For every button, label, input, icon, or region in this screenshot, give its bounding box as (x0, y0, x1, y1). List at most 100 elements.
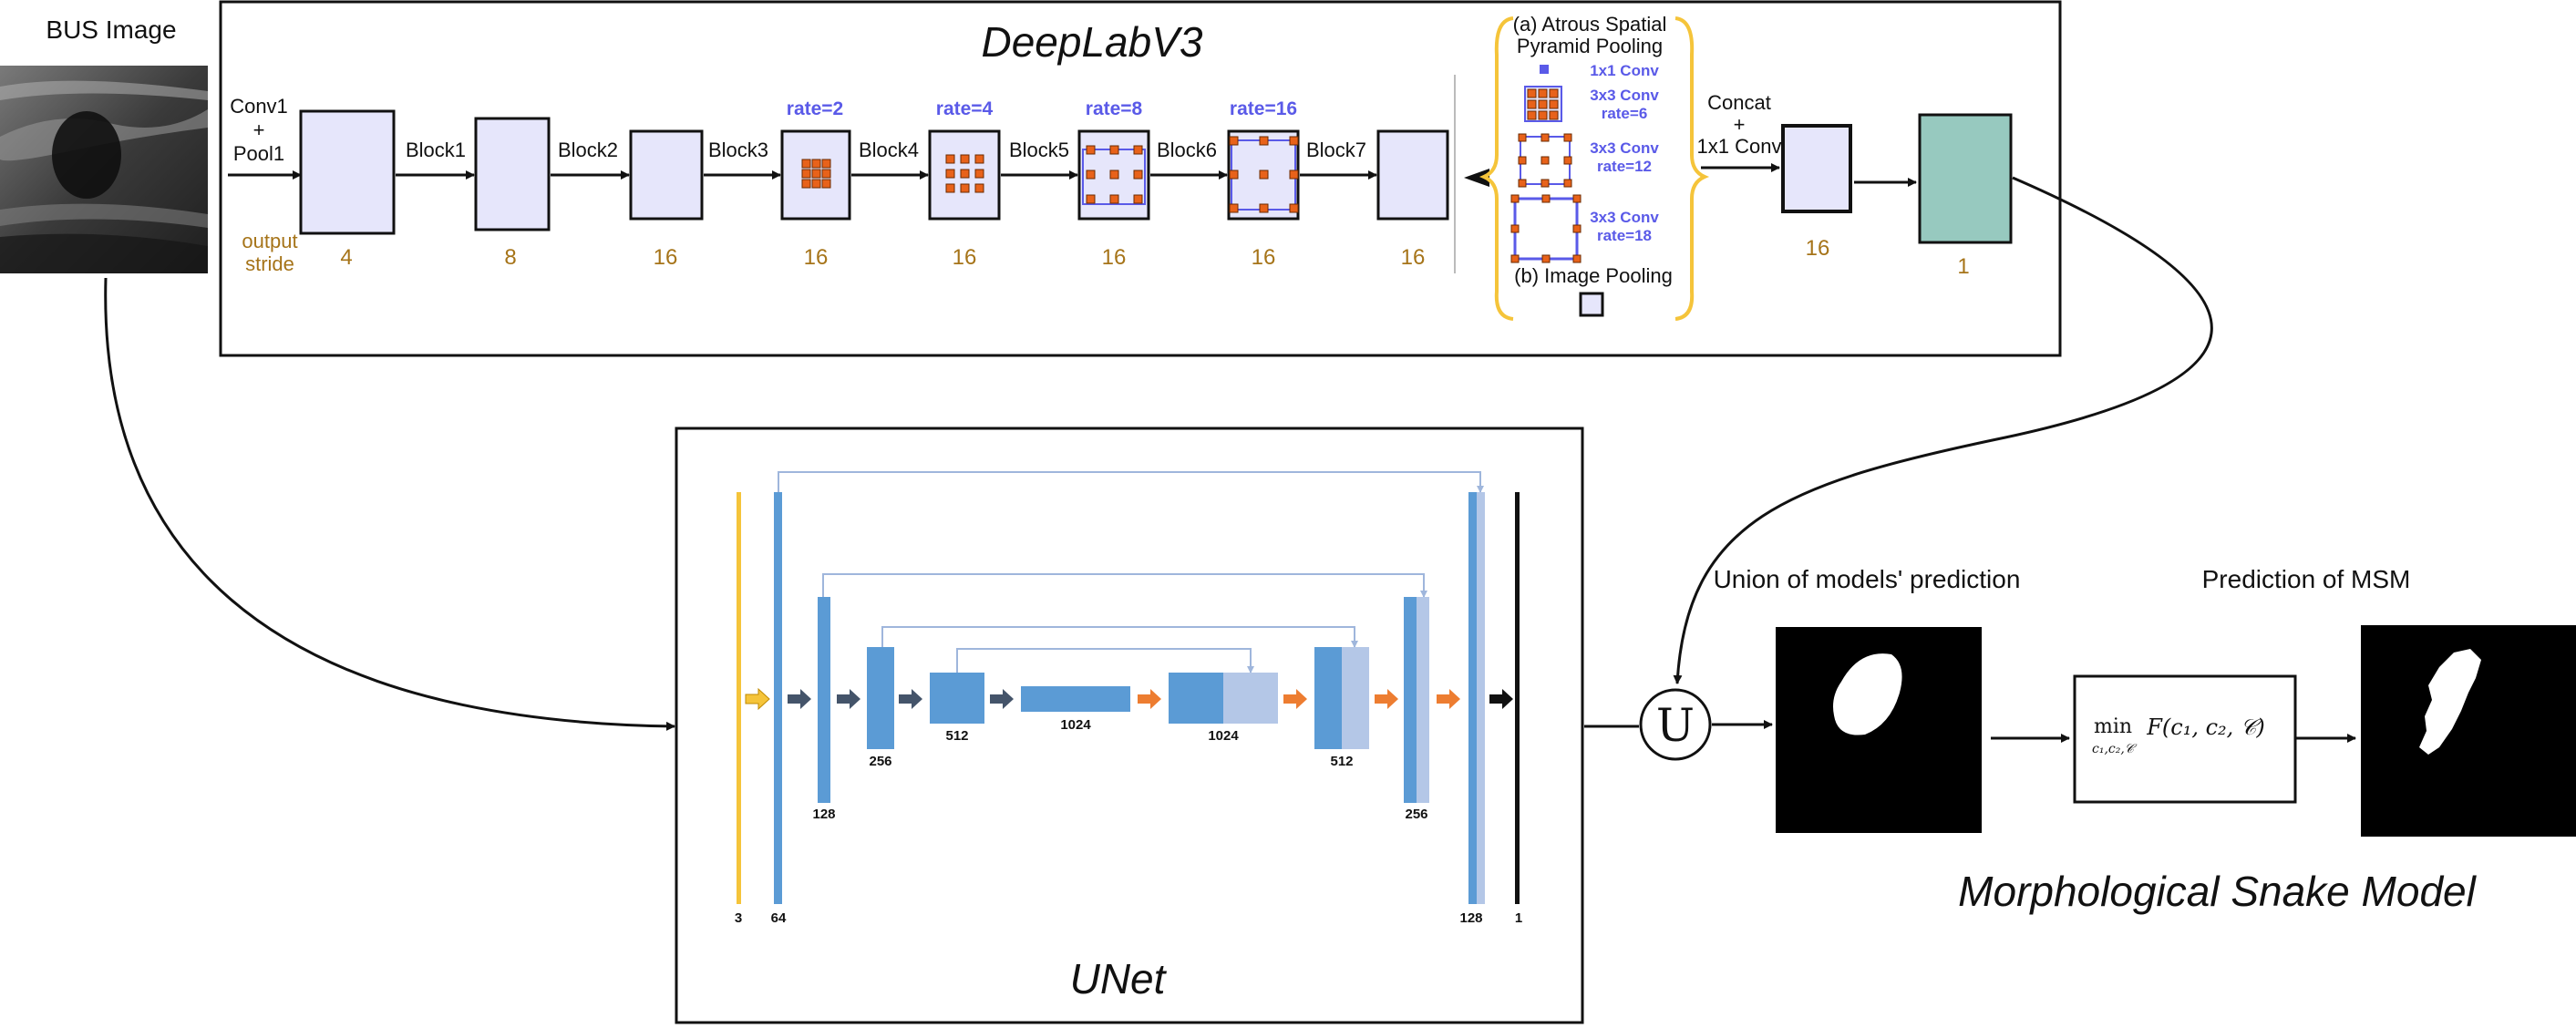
deeplab-title: DeepLabV3 (982, 18, 1203, 66)
msm-title: Morphological Snake Model (1958, 868, 2477, 915)
image-pooling-box (1579, 292, 1604, 317)
svg-text:512: 512 (1330, 754, 1353, 769)
aspp-r6-kernel (1524, 86, 1562, 122)
msm-prediction-image (2361, 625, 2576, 837)
output-stride-values: 4 8 16 16 16 16 16 16 (340, 245, 1425, 270)
aspp-r18-label: 3x3 Conv (1590, 209, 1659, 226)
rate2-label: rate=2 (787, 98, 843, 119)
unet-dec-512-b (1342, 647, 1369, 749)
rate8-label: rate=8 (1086, 98, 1143, 119)
svg-text:Pool1: Pool1 (233, 142, 284, 165)
kernel-rate4 (945, 154, 984, 193)
unet-frame (675, 427, 1584, 1024)
svg-text:16: 16 (654, 245, 678, 270)
svg-text:8: 8 (504, 245, 516, 270)
unet-enc-512 (930, 673, 984, 724)
deeplab-feature-map-2 (474, 117, 551, 231)
svg-text:+: + (253, 118, 265, 141)
unet-enc-64 (774, 492, 782, 904)
svg-text:Conv1: Conv1 (230, 95, 288, 118)
block5-label: Block5 (1009, 139, 1069, 161)
aspp-r12-label: 3x3 Conv (1590, 139, 1659, 157)
aspp-1x1-kernel (1540, 65, 1549, 74)
svg-text:stride: stride (245, 252, 294, 275)
deeplab-feature-map-last (1376, 129, 1449, 221)
deeplab-to-union-arrow (1673, 176, 2213, 684)
svg-text:min: min (2094, 715, 2132, 738)
aspp-r18-kernel (1510, 194, 1582, 263)
deeplab-feature-map-1 (299, 109, 396, 235)
unet-input-layer (737, 492, 741, 904)
svg-text:1: 1 (1515, 910, 1522, 926)
unet-dec-256-b (1417, 597, 1429, 803)
unet-channel-labels: 3 64 128 256 512 1024 1024 512 256 128 1 (735, 717, 1522, 926)
svg-text:16: 16 (804, 245, 829, 270)
aspp-title-2: Pyramid Pooling (1517, 35, 1663, 57)
svg-text:c₁,c₂,𝒞: c₁,c₂,𝒞 (2092, 742, 2138, 756)
unet-enc-128 (818, 597, 830, 803)
kernel-rate8 (1086, 145, 1143, 204)
svg-text:16: 16 (953, 245, 977, 270)
bus-image-label: BUS Image (46, 15, 176, 44)
rate16-label: rate=16 (1230, 98, 1297, 119)
svg-text:1x1 Conv: 1x1 Conv (1697, 135, 1782, 158)
unet-dec-128-a (1468, 492, 1477, 904)
aspp-right-brace (1674, 16, 1710, 321)
aspp-r6-rate: rate=6 (1602, 105, 1648, 122)
svg-text:1024: 1024 (1060, 717, 1091, 733)
bus-to-unet-arrow (104, 277, 675, 731)
msm-formula: min c₁,c₂,𝒞 F(c₁, c₂, 𝒞) (2092, 714, 2265, 756)
block3-label: Block3 (708, 139, 768, 161)
aspp-1x1-label: 1x1 Conv (1590, 62, 1659, 79)
svg-text:512: 512 (945, 728, 968, 744)
svg-text:3: 3 (735, 910, 742, 926)
aspp-r6-label: 3x3 Conv (1590, 87, 1659, 104)
concat-label: Concat + 1x1 Conv (1697, 91, 1782, 158)
deeplab-concat-map (1781, 124, 1852, 213)
deeplab-output-map (1918, 113, 2013, 244)
concat-stride: 16 (1806, 236, 1830, 261)
msm-prediction-label: Prediction of MSM (2202, 565, 2411, 593)
svg-text:F(c₁, c₂, 𝒞): F(c₁, c₂, 𝒞) (2146, 714, 2265, 740)
unet-enc-256 (867, 647, 894, 749)
block6-label: Block6 (1157, 139, 1217, 161)
output-stride-label: output stride (242, 230, 297, 275)
unet-dec-512-a (1314, 647, 1342, 749)
svg-text:4: 4 (340, 245, 352, 270)
unet-output-layer (1515, 492, 1520, 904)
aspp-r12-rate: rate=12 (1597, 158, 1652, 175)
bus-ultrasound-image (0, 66, 208, 273)
unet-dec-1024-a (1169, 673, 1223, 724)
rate4-label: rate=4 (936, 98, 994, 119)
svg-text:1024: 1024 (1208, 728, 1239, 744)
deeplab-feature-map-3 (629, 129, 704, 221)
aspp-r18-rate: rate=18 (1597, 227, 1652, 244)
block1-label: Block1 (406, 139, 466, 161)
aspp-left-brace (1479, 16, 1514, 321)
aspp-r12-kernel (1518, 133, 1572, 188)
to-aspp-arrow (1464, 169, 1489, 187)
kernel-rate2 (801, 159, 831, 189)
unet-dec-1024-b (1223, 673, 1278, 724)
union-prediction-label: Union of models' prediction (1714, 565, 2021, 593)
union-operator (1639, 688, 1712, 761)
unet-block-arrows (745, 687, 1513, 711)
aspp-title-1: (a) Atrous Spatial (1513, 13, 1667, 36)
svg-text:16: 16 (1252, 245, 1276, 270)
svg-text:64: 64 (771, 910, 787, 926)
conv1-pool1-label: Conv1 + Pool1 (230, 95, 288, 165)
image-pooling-label: (b) Image Pooling (1514, 264, 1673, 287)
svg-text:256: 256 (869, 754, 891, 769)
block2-label: Block2 (558, 139, 618, 161)
svg-text:output: output (242, 230, 297, 252)
svg-text:16: 16 (1401, 245, 1426, 270)
unet-dec-128-b (1477, 492, 1485, 904)
unet-skip-connections (778, 471, 1484, 673)
svg-text:Concat: Concat (1707, 91, 1771, 114)
svg-text:128: 128 (1459, 910, 1482, 926)
union-prediction-image (1776, 627, 1982, 833)
svg-text:256: 256 (1405, 807, 1427, 822)
unet-bottleneck-1024 (1021, 686, 1130, 712)
kernel-rate16 (1229, 136, 1299, 213)
